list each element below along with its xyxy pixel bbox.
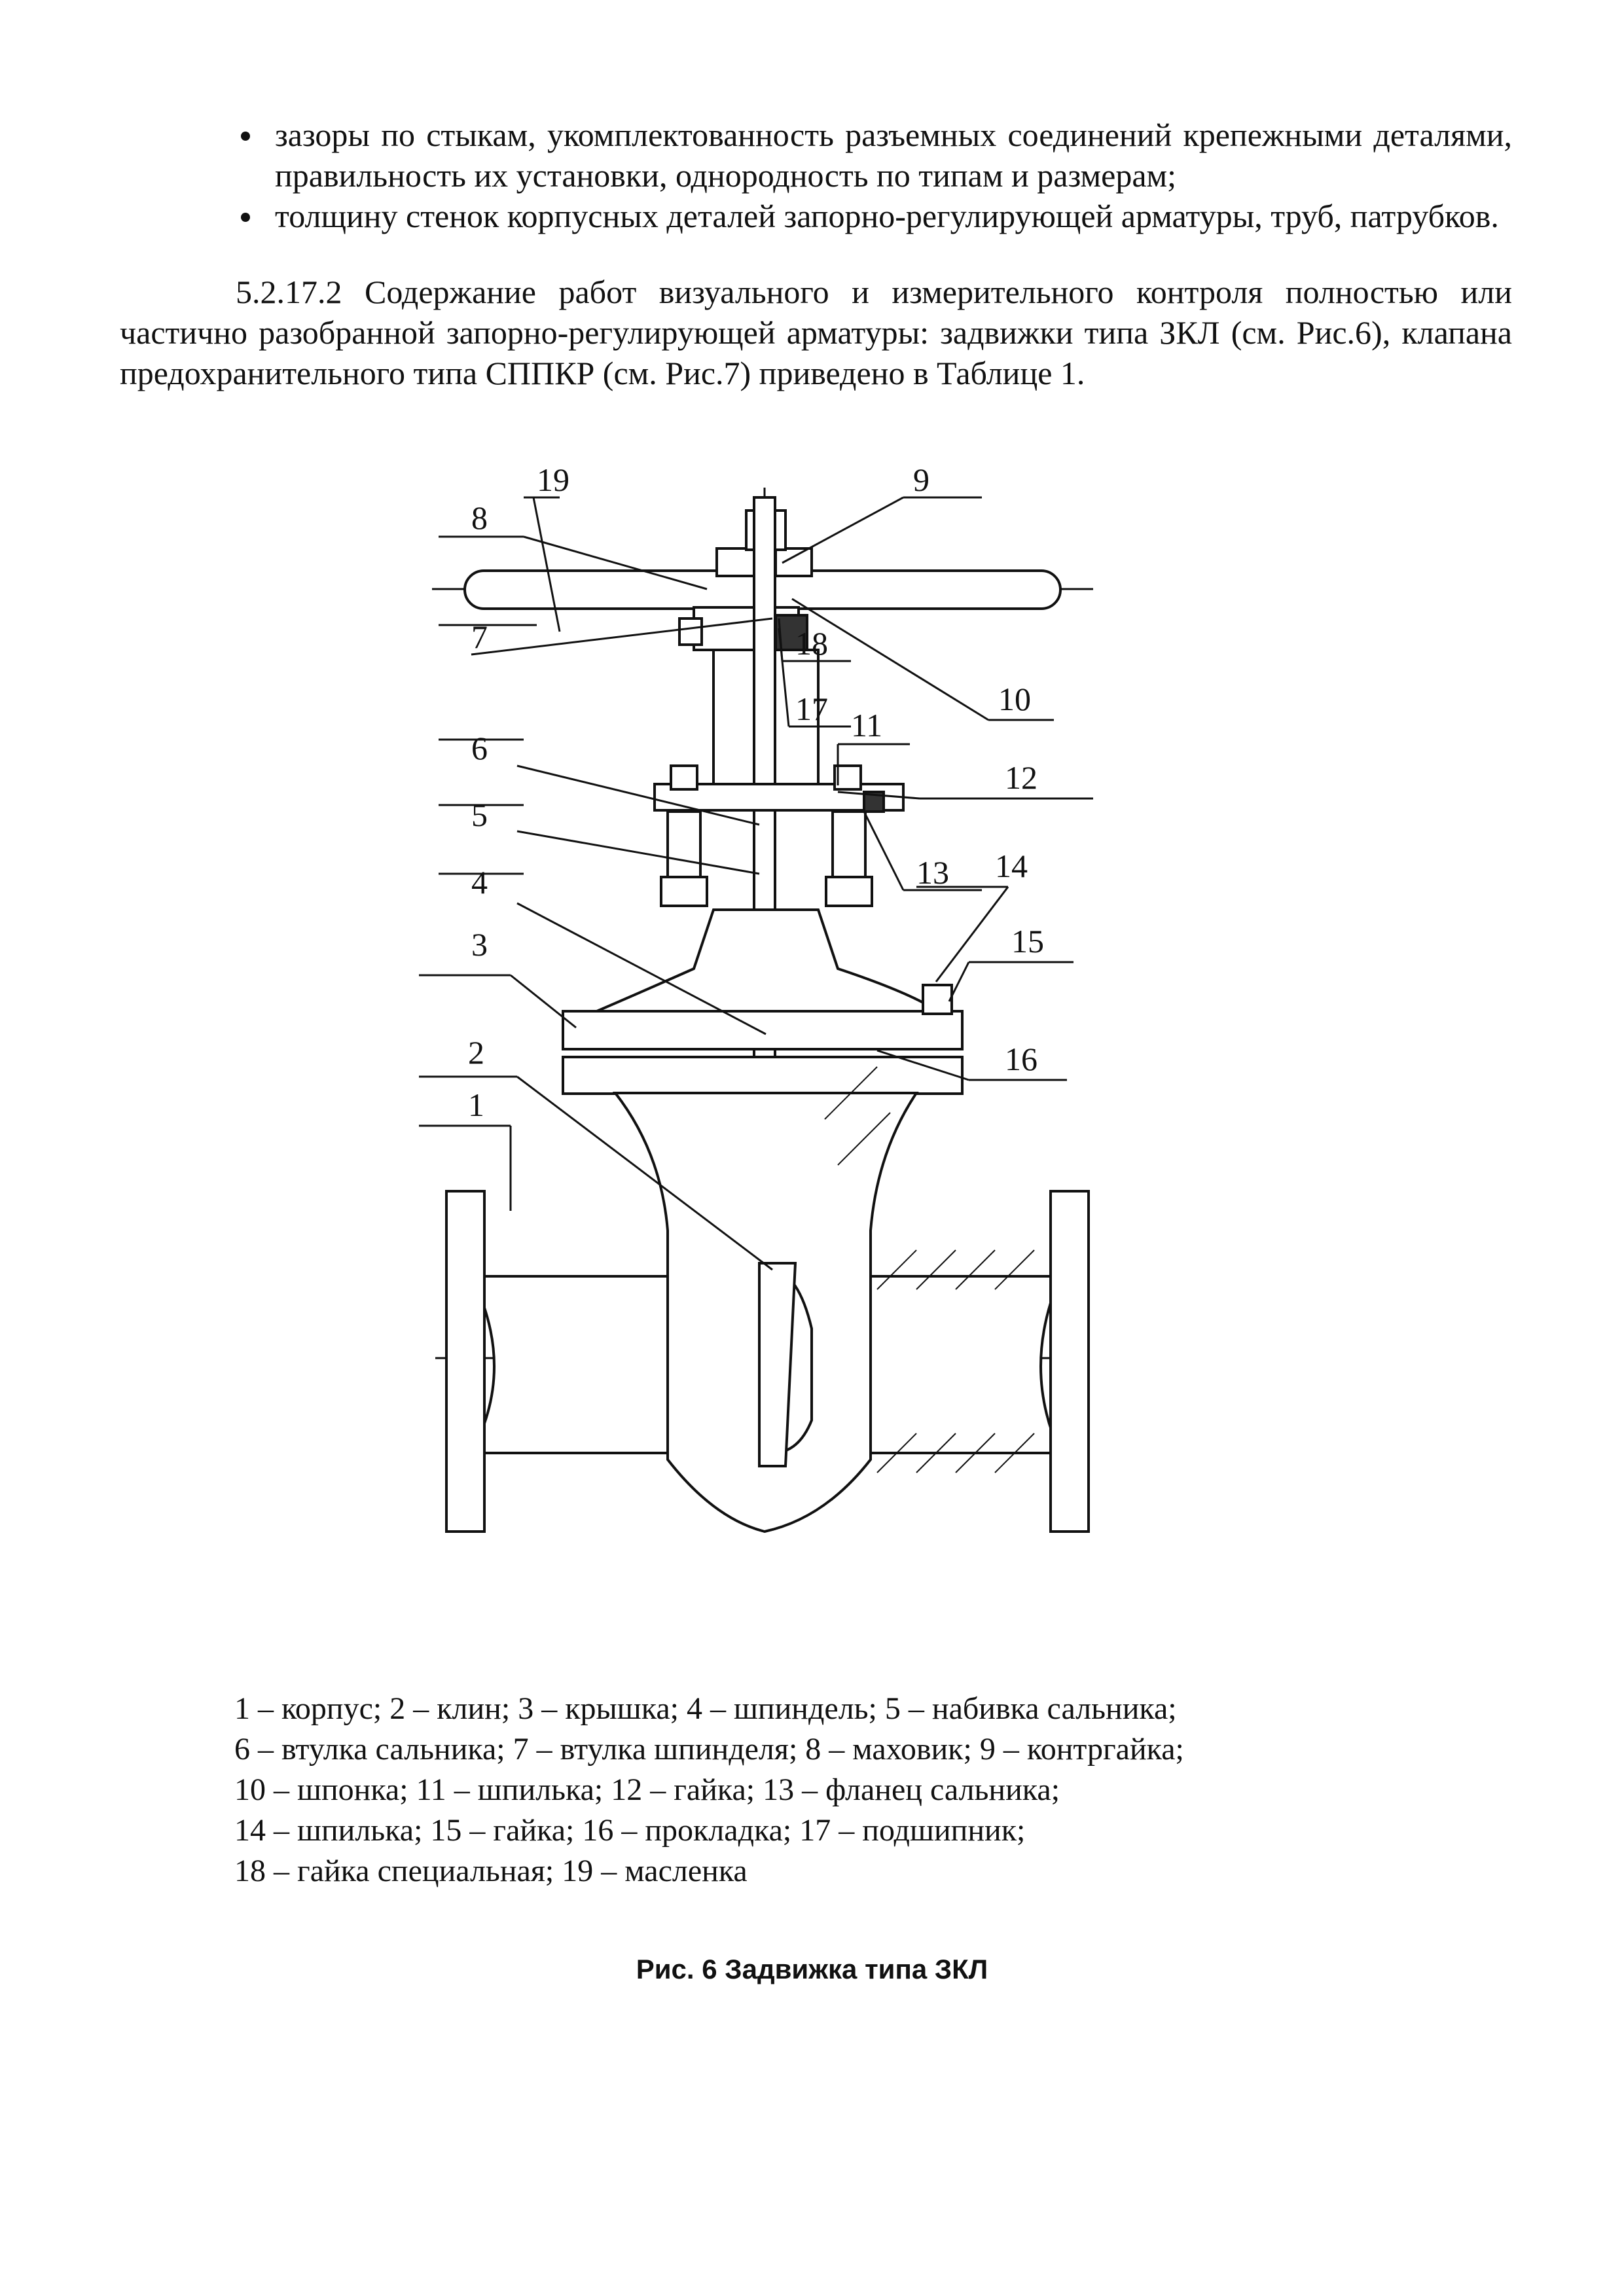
legend-line: 10 – шпонка; 11 – шпилька; 12 – гайка; 1… bbox=[234, 1772, 1060, 1807]
callout-11: 11 bbox=[851, 707, 882, 744]
figure-legend: 1 – корпус; 2 – клин; 3 – крышка; 4 – шп… bbox=[234, 1689, 1347, 1892]
callout-6: 6 bbox=[471, 730, 488, 766]
callout-1: 1 bbox=[468, 1086, 484, 1123]
callout-8: 8 bbox=[471, 499, 488, 536]
callout-3: 3 bbox=[471, 926, 488, 963]
section-paragraph: 5.2.17.2 Содержание работ визуального и … bbox=[120, 274, 1512, 391]
callout-14: 14 bbox=[995, 848, 1028, 884]
bullet-text: толщину стенок корпусных деталей запорно… bbox=[275, 198, 1499, 234]
callout-2: 2 bbox=[468, 1034, 484, 1071]
legend-line: 1 – корпус; 2 – клин; 3 – крышка; 4 – шп… bbox=[234, 1691, 1177, 1726]
legend-line: 18 – гайка специальная; 19 – масленка bbox=[234, 1854, 748, 1888]
callout-10: 10 bbox=[998, 681, 1031, 717]
bullet-item: толщину стенок корпусных деталей запорно… bbox=[236, 196, 1512, 236]
callout-17: 17 bbox=[795, 691, 828, 727]
bullet-text: зазоры по стыкам, укомплектованность раз… bbox=[275, 117, 1512, 194]
callout-4: 4 bbox=[471, 864, 488, 901]
valve-drawing-svg: 8 19 9 7 18 10 17 11 6 12 5 13 4 14 3 15… bbox=[419, 461, 1093, 1534]
valve-drawing: 8 19 9 7 18 10 17 11 6 12 5 13 4 14 3 15… bbox=[419, 458, 1152, 1571]
figure-caption: Рис. 6 Задвижка типа ЗКЛ bbox=[636, 1954, 988, 1984]
bullet-item: зазоры по стыкам, укомплектованность раз… bbox=[236, 115, 1512, 196]
callout-9: 9 bbox=[913, 461, 929, 498]
bullet-dot bbox=[241, 132, 250, 141]
callout-7: 7 bbox=[471, 619, 488, 655]
callout-5: 5 bbox=[471, 797, 488, 833]
callout-15: 15 bbox=[1011, 923, 1044, 960]
callout-19: 19 bbox=[537, 461, 569, 498]
callout-16: 16 bbox=[1005, 1041, 1038, 1077]
callout-18: 18 bbox=[795, 625, 828, 662]
legend-line: 14 – шпилька; 15 – гайка; 16 – прокладка… bbox=[234, 1813, 1026, 1848]
callout-12: 12 bbox=[1005, 759, 1038, 796]
bullet-list: зазоры по стыкам, укомплектованность раз… bbox=[236, 115, 1512, 236]
legend-line: 6 – втулка сальника; 7 – втулка шпинделя… bbox=[234, 1732, 1184, 1767]
bullet-dot bbox=[241, 213, 250, 222]
callout-13: 13 bbox=[916, 854, 949, 891]
